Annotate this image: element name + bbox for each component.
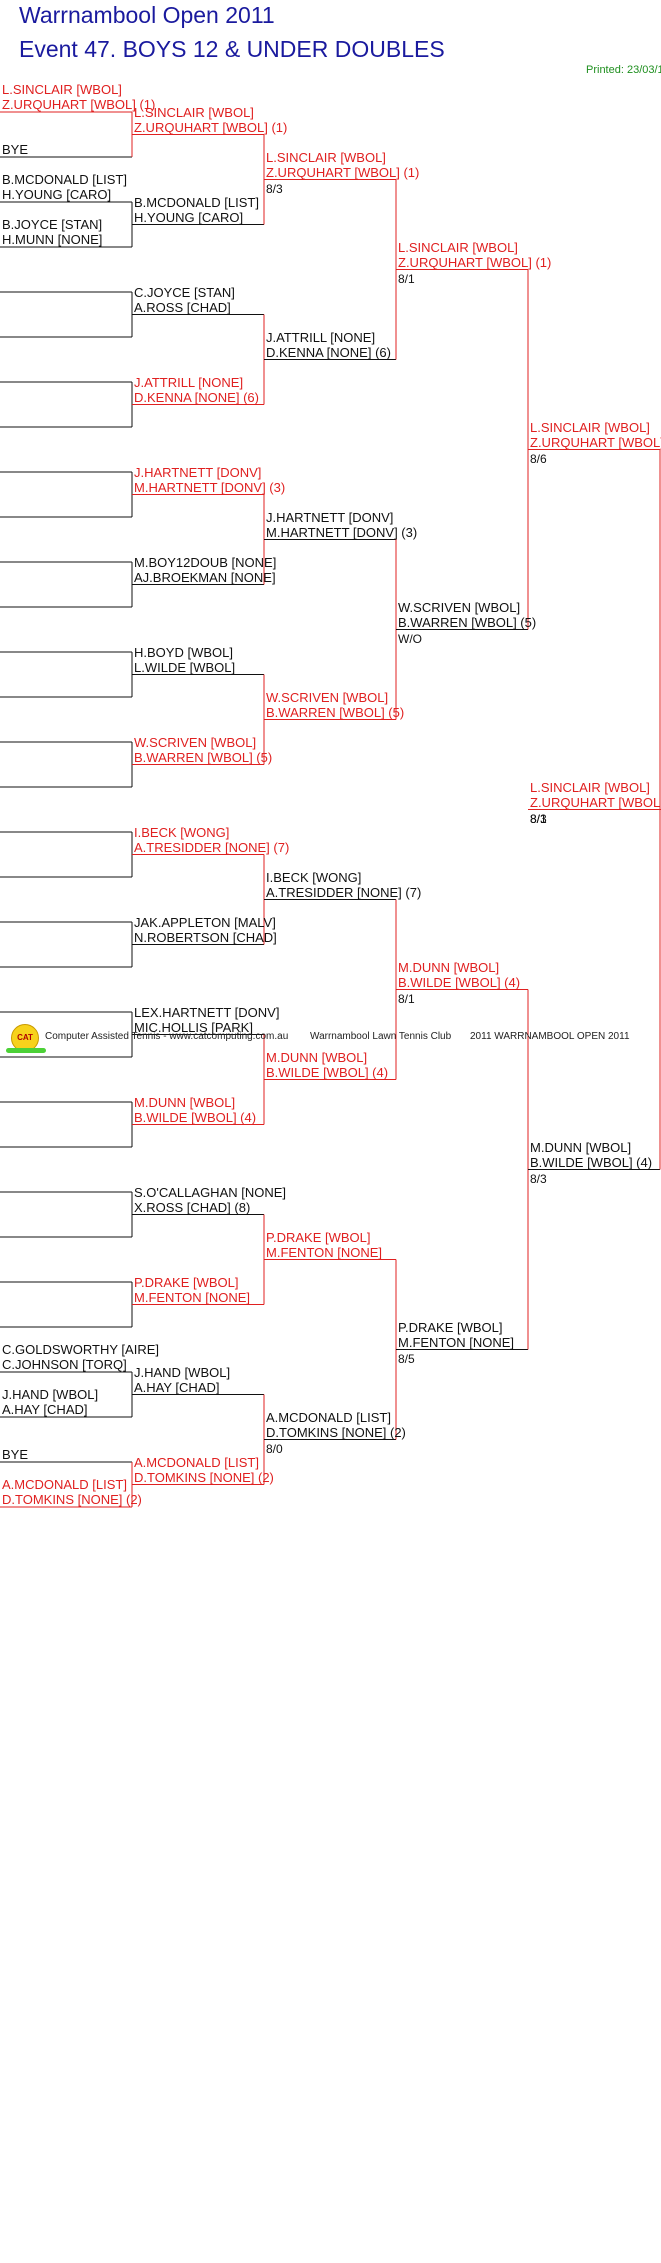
player-name: A.MCDONALD [LIST] [2,1477,127,1492]
player-name: J.HARTNETT [DONV] [266,509,394,525]
player-name: A.TRESIDDER [NONE] (7) [266,884,422,900]
player-name: B.WILDE [WBOL] (4) [530,1154,653,1170]
player-name: A.HAY [CHAD] [2,1402,88,1417]
player-name: H.MUNN [NONE] [2,232,103,247]
player-name: JAK.APPLETON [MALV] [134,914,276,930]
player-name: C.JOYCE [STAN] [134,284,235,300]
player-name: H.YOUNG [CARO] [134,209,244,225]
cat-logo-icon: CAT [11,1024,39,1052]
player-name: LEX.HARTNETT [DONV] [134,1004,280,1020]
player-name: A.HAY [CHAD] [134,1379,220,1395]
match-score: 8/5 [398,1351,415,1366]
player-name: L.WILDE [WBOL] [134,659,236,675]
player-name: A.TRESIDDER [NONE] (7) [134,839,290,855]
player-name: B.WARREN [WBOL] (5) [398,614,537,630]
player-name: H.YOUNG [CARO] [2,187,112,202]
match-score: 8/3 [266,181,283,196]
footer-club: Warrnambool Lawn Tennis Club [310,1031,452,1042]
player-name: M.HARTNETT [DONV] (3) [134,479,286,495]
player-name: M.FENTON [NONE] [134,1289,251,1305]
player-name: W.SCRIVEN [WBOL] [134,734,257,750]
player-name: B.MCDONALD [LIST] [2,172,127,187]
match-score: W/O [398,631,422,646]
player-name: C.JOHNSON [TORQ] [2,1357,127,1372]
final-score: 8/3 [530,811,547,826]
player-name: B.WILDE [WBOL] (4) [266,1064,389,1080]
player-name: Z.URQUHART [WBOL] [530,434,661,450]
player-name: B.MCDONALD [LIST] [134,194,259,210]
player-name: A.MCDONALD [LIST] [266,1409,391,1425]
player-name: B.WILDE [WBOL] (4) [134,1109,257,1125]
player-name: D.TOMKINS [NONE] (2) [266,1424,406,1440]
match-score: 8/1 [398,991,415,1006]
player-name: J.HAND [WBOL] [134,1364,231,1380]
player-name: L.SINCLAIR [WBOL] [398,239,518,255]
champion-name: Z.URQUHART [WBOL [530,794,661,810]
player-name: AJ.BROEKMAN [NONE] [134,569,276,585]
player-name: P.DRAKE [WBOL] [266,1229,371,1245]
player-name: A.ROSS [CHAD] [134,299,231,315]
player-name: X.ROSS [CHAD] (8) [134,1199,251,1215]
player-name: M.BOY12DOUB [NONE] [134,554,277,570]
player-name: MIC.HOLLIS [PARK] [134,1019,253,1035]
player-name: BYE [2,1447,29,1462]
player-name: H.BOYD [WBOL] [134,644,233,660]
printed-date: Printed: 23/03/1 [586,64,661,76]
player-name: M.FENTON [NONE] [398,1334,515,1350]
page-title: Warrnambool Open 2011 [19,2,275,28]
player-name: B.JOYCE [STAN] [2,217,103,232]
player-name: M.DUNN [WBOL] [398,959,500,975]
player-name: D.TOMKINS [NONE] (2) [134,1469,274,1485]
footer-bar: CAT Computer Assisted Tennis - www.catco… [0,1020,661,1054]
player-name: J.HARTNETT [DONV] [134,464,262,480]
player-name: Z.URQUHART [WBOL] (1) [398,254,552,270]
player-name: J.ATTRILL [NONE] [266,329,376,345]
match-score: 8/3 [530,1171,547,1186]
player-name: D.KENNA [NONE] (6) [134,389,259,405]
match-score: 8/6 [530,451,547,466]
player-name: L.SINCLAIR [WBOL] [2,82,122,97]
match-score: 8/0 [266,1441,283,1456]
player-name: B.WARREN [WBOL] (5) [266,704,405,720]
player-name: M.DUNN [WBOL] [530,1139,632,1155]
player-name: B.WILDE [WBOL] (4) [398,974,521,990]
footer-tournament: 2011 WARRNAMBOOL OPEN 2011 [470,1031,630,1042]
player-name: P.DRAKE [WBOL] [398,1319,503,1335]
player-name: M.FENTON [NONE] [266,1244,383,1260]
player-name: I.BECK [WONG] [266,869,362,885]
player-name: L.SINCLAIR [WBOL] [530,419,650,435]
footer-credit: Computer Assisted Tennis - www.catcomput… [45,1031,289,1042]
player-name: W.SCRIVEN [WBOL] [266,689,389,705]
player-name: S.O'CALLAGHAN [NONE] [134,1184,287,1200]
player-name: Z.URQUHART [WBOL] (1) [266,164,420,180]
player-name: N.ROBERTSON [CHAD] [134,929,277,945]
player-name: D.TOMKINS [NONE] (2) [2,1492,142,1507]
match-score: 8/1 [398,271,415,286]
player-name: P.DRAKE [WBOL] [134,1274,239,1290]
match-score: 8/1 [530,811,547,826]
champion-name: L.SINCLAIR [WBOL] [530,779,650,795]
player-name: C.GOLDSWORTHY [AIRE] [2,1342,159,1357]
player-name: M.DUNN [WBOL] [134,1094,236,1110]
player-name: I.BECK [WONG] [134,824,230,840]
player-name: M.DUNN [WBOL] [266,1049,368,1065]
player-name: J.ATTRILL [NONE] [134,374,244,390]
player-name: A.MCDONALD [LIST] [134,1454,259,1470]
player-name: Z.URQUHART [WBOL] (1) [2,97,156,112]
player-name: BYE [2,142,29,157]
player-name: J.HAND [WBOL] [2,1387,99,1402]
player-name: L.SINCLAIR [WBOL] [134,104,254,120]
player-name: L.SINCLAIR [WBOL] [266,149,386,165]
event-title: Event 47. BOYS 12 & UNDER DOUBLES [19,36,445,62]
player-name: B.WARREN [WBOL] (5) [134,749,273,765]
player-name: M.HARTNETT [DONV] (3) [266,524,418,540]
logo-swoosh-icon [6,1048,46,1053]
player-name: D.KENNA [NONE] (6) [266,344,391,360]
player-name: W.SCRIVEN [WBOL] [398,599,521,615]
player-name: Z.URQUHART [WBOL] (1) [134,119,288,135]
